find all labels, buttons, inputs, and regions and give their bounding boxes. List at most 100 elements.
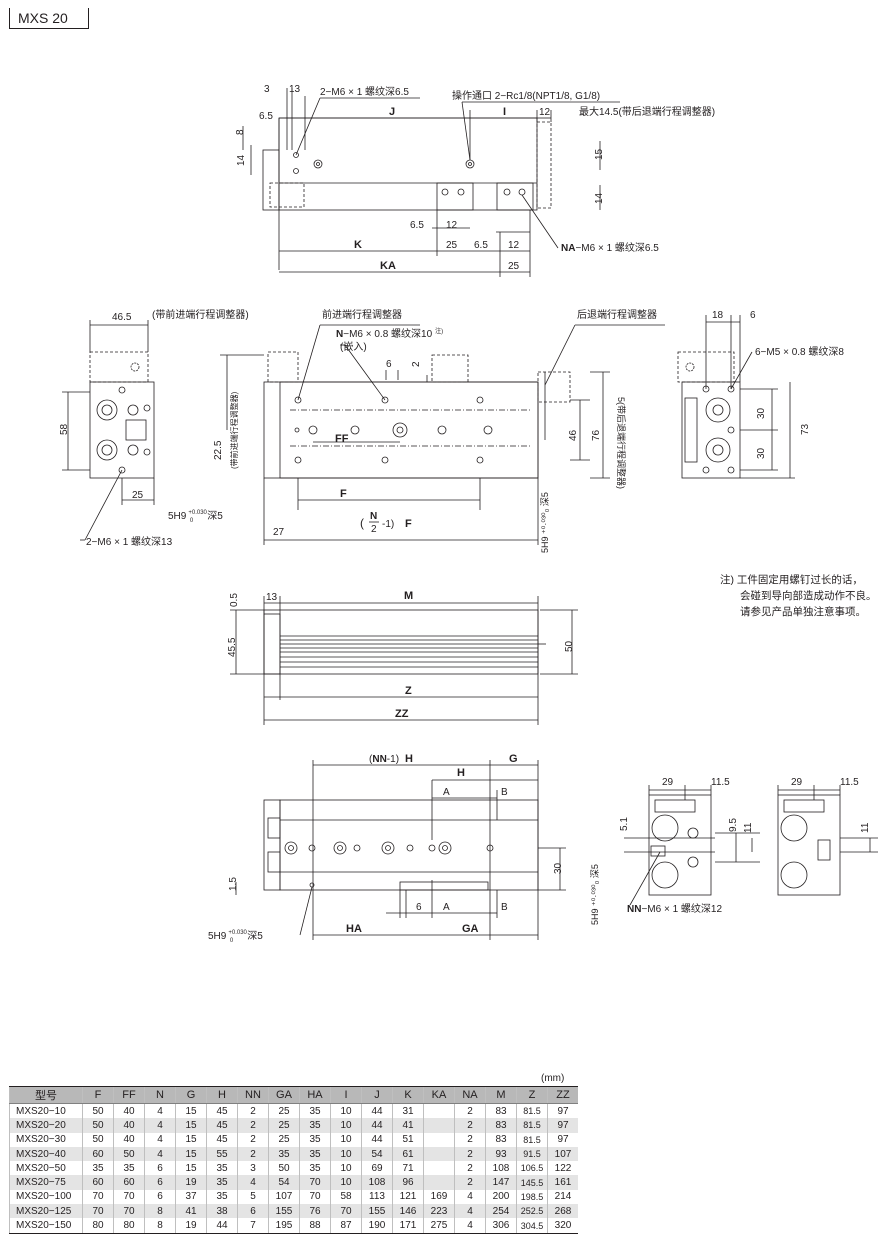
- table-header-cell: F: [82, 1086, 114, 1104]
- table-cell: 2: [454, 1161, 486, 1176]
- table-cell: 10: [330, 1146, 362, 1162]
- table-cell: 10: [330, 1132, 362, 1147]
- table-header-cell: H: [206, 1086, 238, 1104]
- table-cell: 8: [144, 1218, 176, 1234]
- dim-8: 8: [235, 129, 246, 135]
- table-cell: MXS20−75: [9, 1175, 83, 1190]
- table-cell: 2: [237, 1132, 269, 1147]
- table-cell: 37: [175, 1189, 207, 1205]
- dim-0-5: 0.5: [229, 593, 240, 607]
- dim-6: 6: [750, 310, 756, 321]
- table-cell: 44: [361, 1118, 393, 1133]
- table-cell: 54: [361, 1146, 393, 1162]
- table-cell: 35: [299, 1132, 331, 1147]
- table-cell: 4: [454, 1218, 486, 1234]
- table-cell: 7: [237, 1218, 269, 1234]
- table-cell: 252.5: [516, 1204, 548, 1219]
- table-header-cell: G: [175, 1086, 207, 1104]
- table-header-cell: NN: [237, 1086, 269, 1104]
- table-cell: 96: [392, 1175, 424, 1190]
- table-cell: 97: [547, 1118, 578, 1133]
- table-cell: 80: [113, 1218, 145, 1234]
- table-cell: 54: [268, 1175, 300, 1190]
- table-cell: 76: [299, 1204, 331, 1219]
- technical-drawing: 3 13 6.5 8 14 2−M6 × 1 螺纹深6.5 操作通口 2−Rc1…: [59, 84, 878, 944]
- dim-22-5: 22.5: [213, 440, 224, 460]
- dim-45-5: 45.5: [227, 637, 238, 657]
- table-cell: 145.5: [516, 1175, 548, 1190]
- dim-6-bottom: 6: [416, 902, 422, 913]
- dim-13-side: 13: [266, 592, 278, 603]
- table-header-cell: GA: [268, 1086, 300, 1104]
- table-cell: 223: [423, 1204, 455, 1219]
- dim-12b: 12: [446, 220, 458, 231]
- table-cell: 146: [392, 1204, 424, 1219]
- na-note: NA−M6 × 1 螺纹深6.5: [561, 241, 659, 254]
- table-cell: 2: [454, 1132, 486, 1147]
- table-cell: [423, 1161, 455, 1176]
- dim-Z: Z: [405, 685, 412, 697]
- table-cell: 195: [268, 1218, 300, 1234]
- dim-3: 3: [264, 84, 270, 95]
- table-header-cell: M: [485, 1086, 517, 1104]
- table-cell: 15: [175, 1118, 207, 1133]
- vert-hole-bottom: 5H9 ⁺⁰·⁰³⁰₀ 深5: [590, 864, 600, 925]
- table-cell: 83: [485, 1132, 517, 1147]
- table-cell: 60: [113, 1175, 145, 1190]
- table-cell: 35: [299, 1103, 331, 1119]
- dim-A2: A: [443, 902, 450, 913]
- table-cell: 2: [454, 1103, 486, 1119]
- dim-15: 15: [594, 148, 605, 160]
- dim-11b: 11: [860, 822, 871, 833]
- table-cell: 10: [330, 1118, 362, 1133]
- frac-F: F: [405, 518, 412, 530]
- table-cell: 4: [144, 1132, 176, 1147]
- table-cell: 6: [144, 1175, 176, 1190]
- table-cell: 88: [299, 1218, 331, 1234]
- nn-note: NN−M6 × 1 螺纹深12: [627, 902, 722, 915]
- note-line-2: 会碰到导向部造成动作不良。: [740, 590, 877, 602]
- middle-views: [62, 315, 795, 545]
- table-cell: 113: [361, 1189, 393, 1205]
- table-cell: 93: [485, 1146, 517, 1162]
- table-cell: 106.5: [516, 1161, 548, 1176]
- table-header-cell: J: [361, 1086, 393, 1104]
- table-cell: 41: [392, 1118, 424, 1133]
- table-cell: 44: [361, 1132, 393, 1147]
- table-header-cell: KA: [423, 1086, 455, 1104]
- dim-12: 12: [539, 107, 551, 118]
- table-cell: 44: [361, 1103, 393, 1119]
- table-cell: 70: [113, 1204, 145, 1219]
- max-note: 最大14.5(带后退端行程调整器): [579, 105, 715, 118]
- table-header-cell: HA: [299, 1086, 331, 1104]
- table-cell: 58: [330, 1189, 362, 1205]
- table-cell: MXS20−50: [9, 1161, 83, 1176]
- table-cell: 320: [547, 1218, 578, 1234]
- table-cell: 97: [547, 1132, 578, 1147]
- table-cell: 19: [175, 1175, 207, 1190]
- table-cell: 198.5: [516, 1189, 548, 1205]
- table-cell: MXS20−150: [9, 1218, 83, 1234]
- table-cell: 121: [392, 1189, 424, 1205]
- dim-18: 18: [712, 310, 724, 321]
- frac-rest: -1): [382, 519, 394, 530]
- table-cell: 55: [206, 1146, 238, 1162]
- table-cell: 15: [175, 1132, 207, 1147]
- table-cell: 91.5: [516, 1146, 548, 1162]
- table-cell: 5: [237, 1189, 269, 1205]
- table-cell: 50: [82, 1132, 114, 1147]
- table-cell: 254: [485, 1204, 517, 1219]
- table-cell: 161: [547, 1175, 578, 1190]
- table-cell: 25: [268, 1118, 300, 1133]
- top-view: [242, 88, 620, 277]
- vert-hole-mid: 5H9 ⁺⁰·⁰³⁰₀ 深5: [540, 492, 550, 553]
- table-cell: 71: [392, 1161, 424, 1176]
- table-cell: 107: [268, 1189, 300, 1205]
